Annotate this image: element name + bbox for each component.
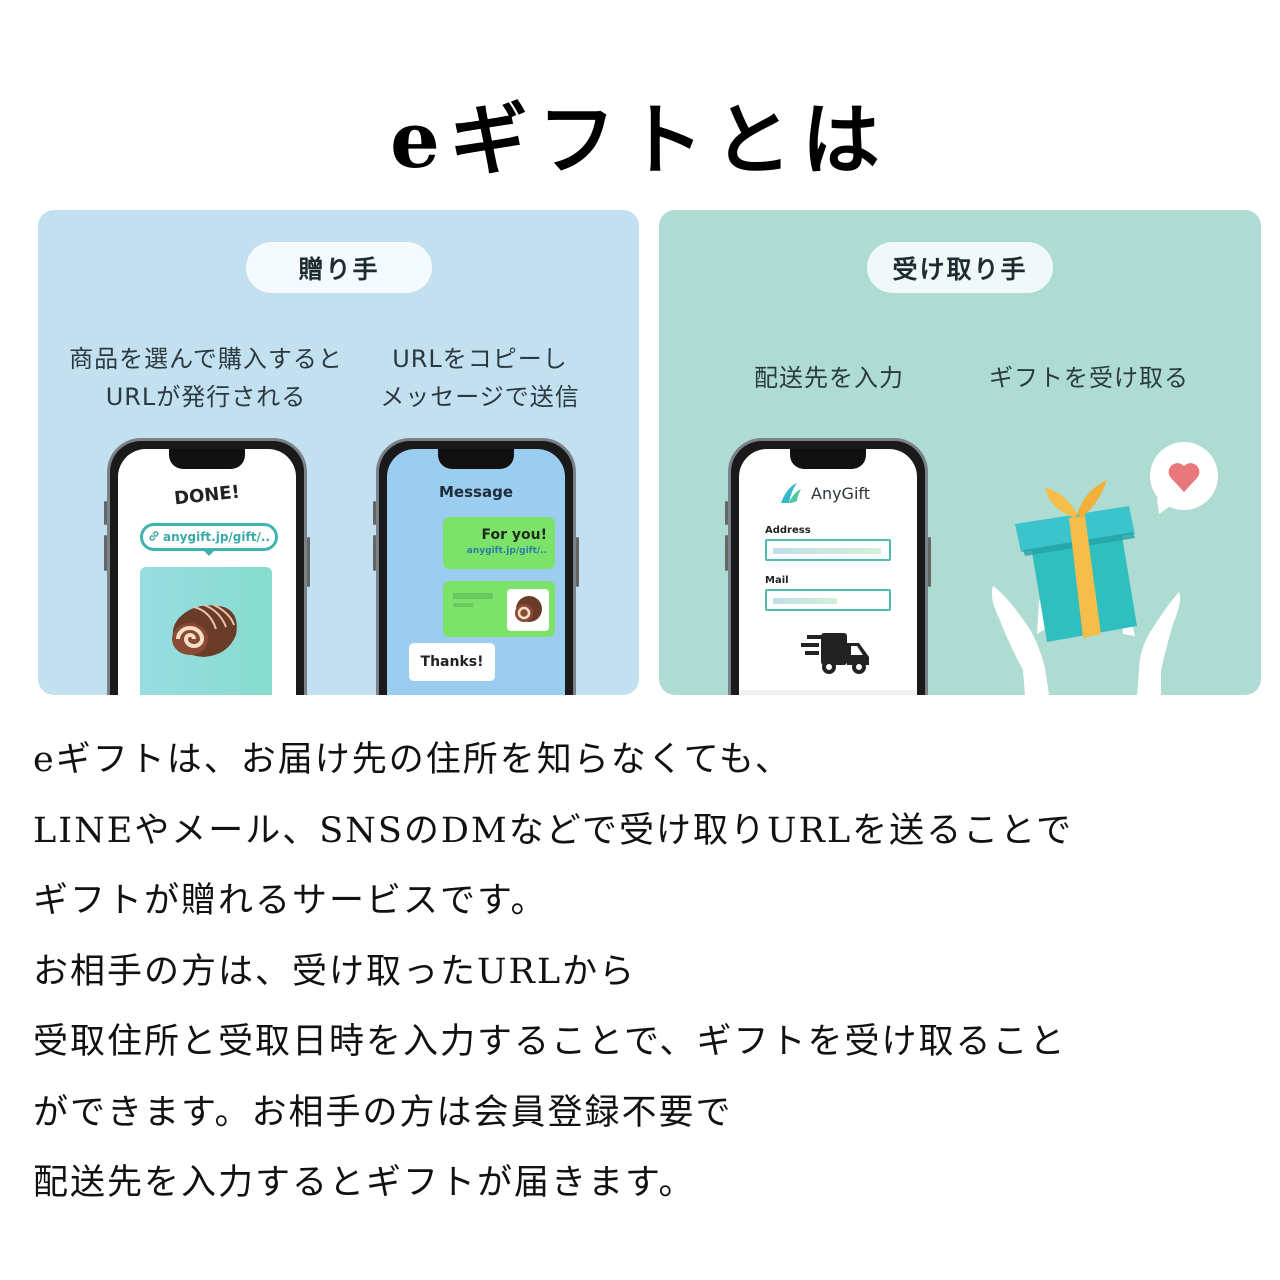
mail-field[interactable] <box>765 589 891 611</box>
phone-address-form: AnyGift Address Mail <box>725 438 931 695</box>
gift-box-icon <box>1015 480 1137 642</box>
anygift-logo: AnyGift <box>779 481 870 505</box>
roll-cake-icon <box>172 604 237 657</box>
phone-notch <box>169 449 245 469</box>
description-line: ギフトが贈れるサービスです。 <box>33 881 548 921</box>
done-heading: DONE! <box>173 481 241 510</box>
step-caption-enter-address: 配送先を入力 <box>754 364 904 392</box>
receiver-label: 受け取り手 <box>867 242 1053 293</box>
step-caption-purchase: 商品を選んで購入すると URLが発行される <box>69 345 343 411</box>
receiver-panel: 受け取り手 配送先を入力 ギフトを受け取る AnyGift Address Ma… <box>659 210 1261 695</box>
sender-panel: 贈り手 商品を選んで購入すると URLが発行される URLをコピーし メッセージ… <box>38 210 639 695</box>
gift-url-link[interactable]: anygift.jp/gift/.. <box>466 546 547 556</box>
description-line: eギフトは、お届け先の住所を知らなくても、 <box>33 740 792 780</box>
phone-notch <box>438 449 514 469</box>
anygift-logo-icon <box>781 483 801 503</box>
address-field[interactable] <box>765 539 891 561</box>
description-line: ができます。お相手の方は会員登録不要で <box>33 1092 733 1133</box>
phone-notch <box>790 449 866 469</box>
gift-receive-illustration <box>991 442 1218 695</box>
description-line: 受取住所と受取日時を入力することで、ギフトを受け取ること <box>33 1022 1067 1062</box>
phone-message-screen: Message For you! anygift.jp/gift/.. Than… <box>373 438 579 695</box>
description-text: eギフトは、お届け先の住所を知らなくても、 LINEやメール、SNSのDMなどで… <box>33 725 1280 1219</box>
product-image <box>140 567 272 695</box>
step-caption-send: URLをコピーし メッセージで送信 <box>380 345 580 411</box>
page-title: eギフトとは <box>390 95 890 186</box>
phone-done-screen: DONE! anygift.jp/gift/.. <box>104 438 310 695</box>
link-icon <box>148 530 160 545</box>
description-line: お相手の方は、受け取ったURLから <box>33 951 637 992</box>
thanks-reply-bubble: Thanks! <box>409 643 495 681</box>
gift-url-bubble: anygift.jp/gift/.. <box>140 523 278 551</box>
gift-preview-bubble <box>443 581 555 637</box>
description-line: LINEやメール、SNSのDMなどで受け取りURLを送ることで <box>33 810 1074 851</box>
description-line: 配送先を入力するとギフトが届きます。 <box>33 1163 696 1203</box>
message-heading: Message <box>439 483 513 501</box>
delivery-truck-icon <box>801 633 869 674</box>
roll-cake-thumbnail <box>507 589 549 631</box>
step-caption-receive-gift: ギフトを受け取る <box>989 364 1189 392</box>
sender-label: 贈り手 <box>246 242 432 293</box>
gift-message-bubble: For you! anygift.jp/gift/.. <box>443 517 555 569</box>
heart-speech-bubble-icon <box>1150 442 1218 514</box>
